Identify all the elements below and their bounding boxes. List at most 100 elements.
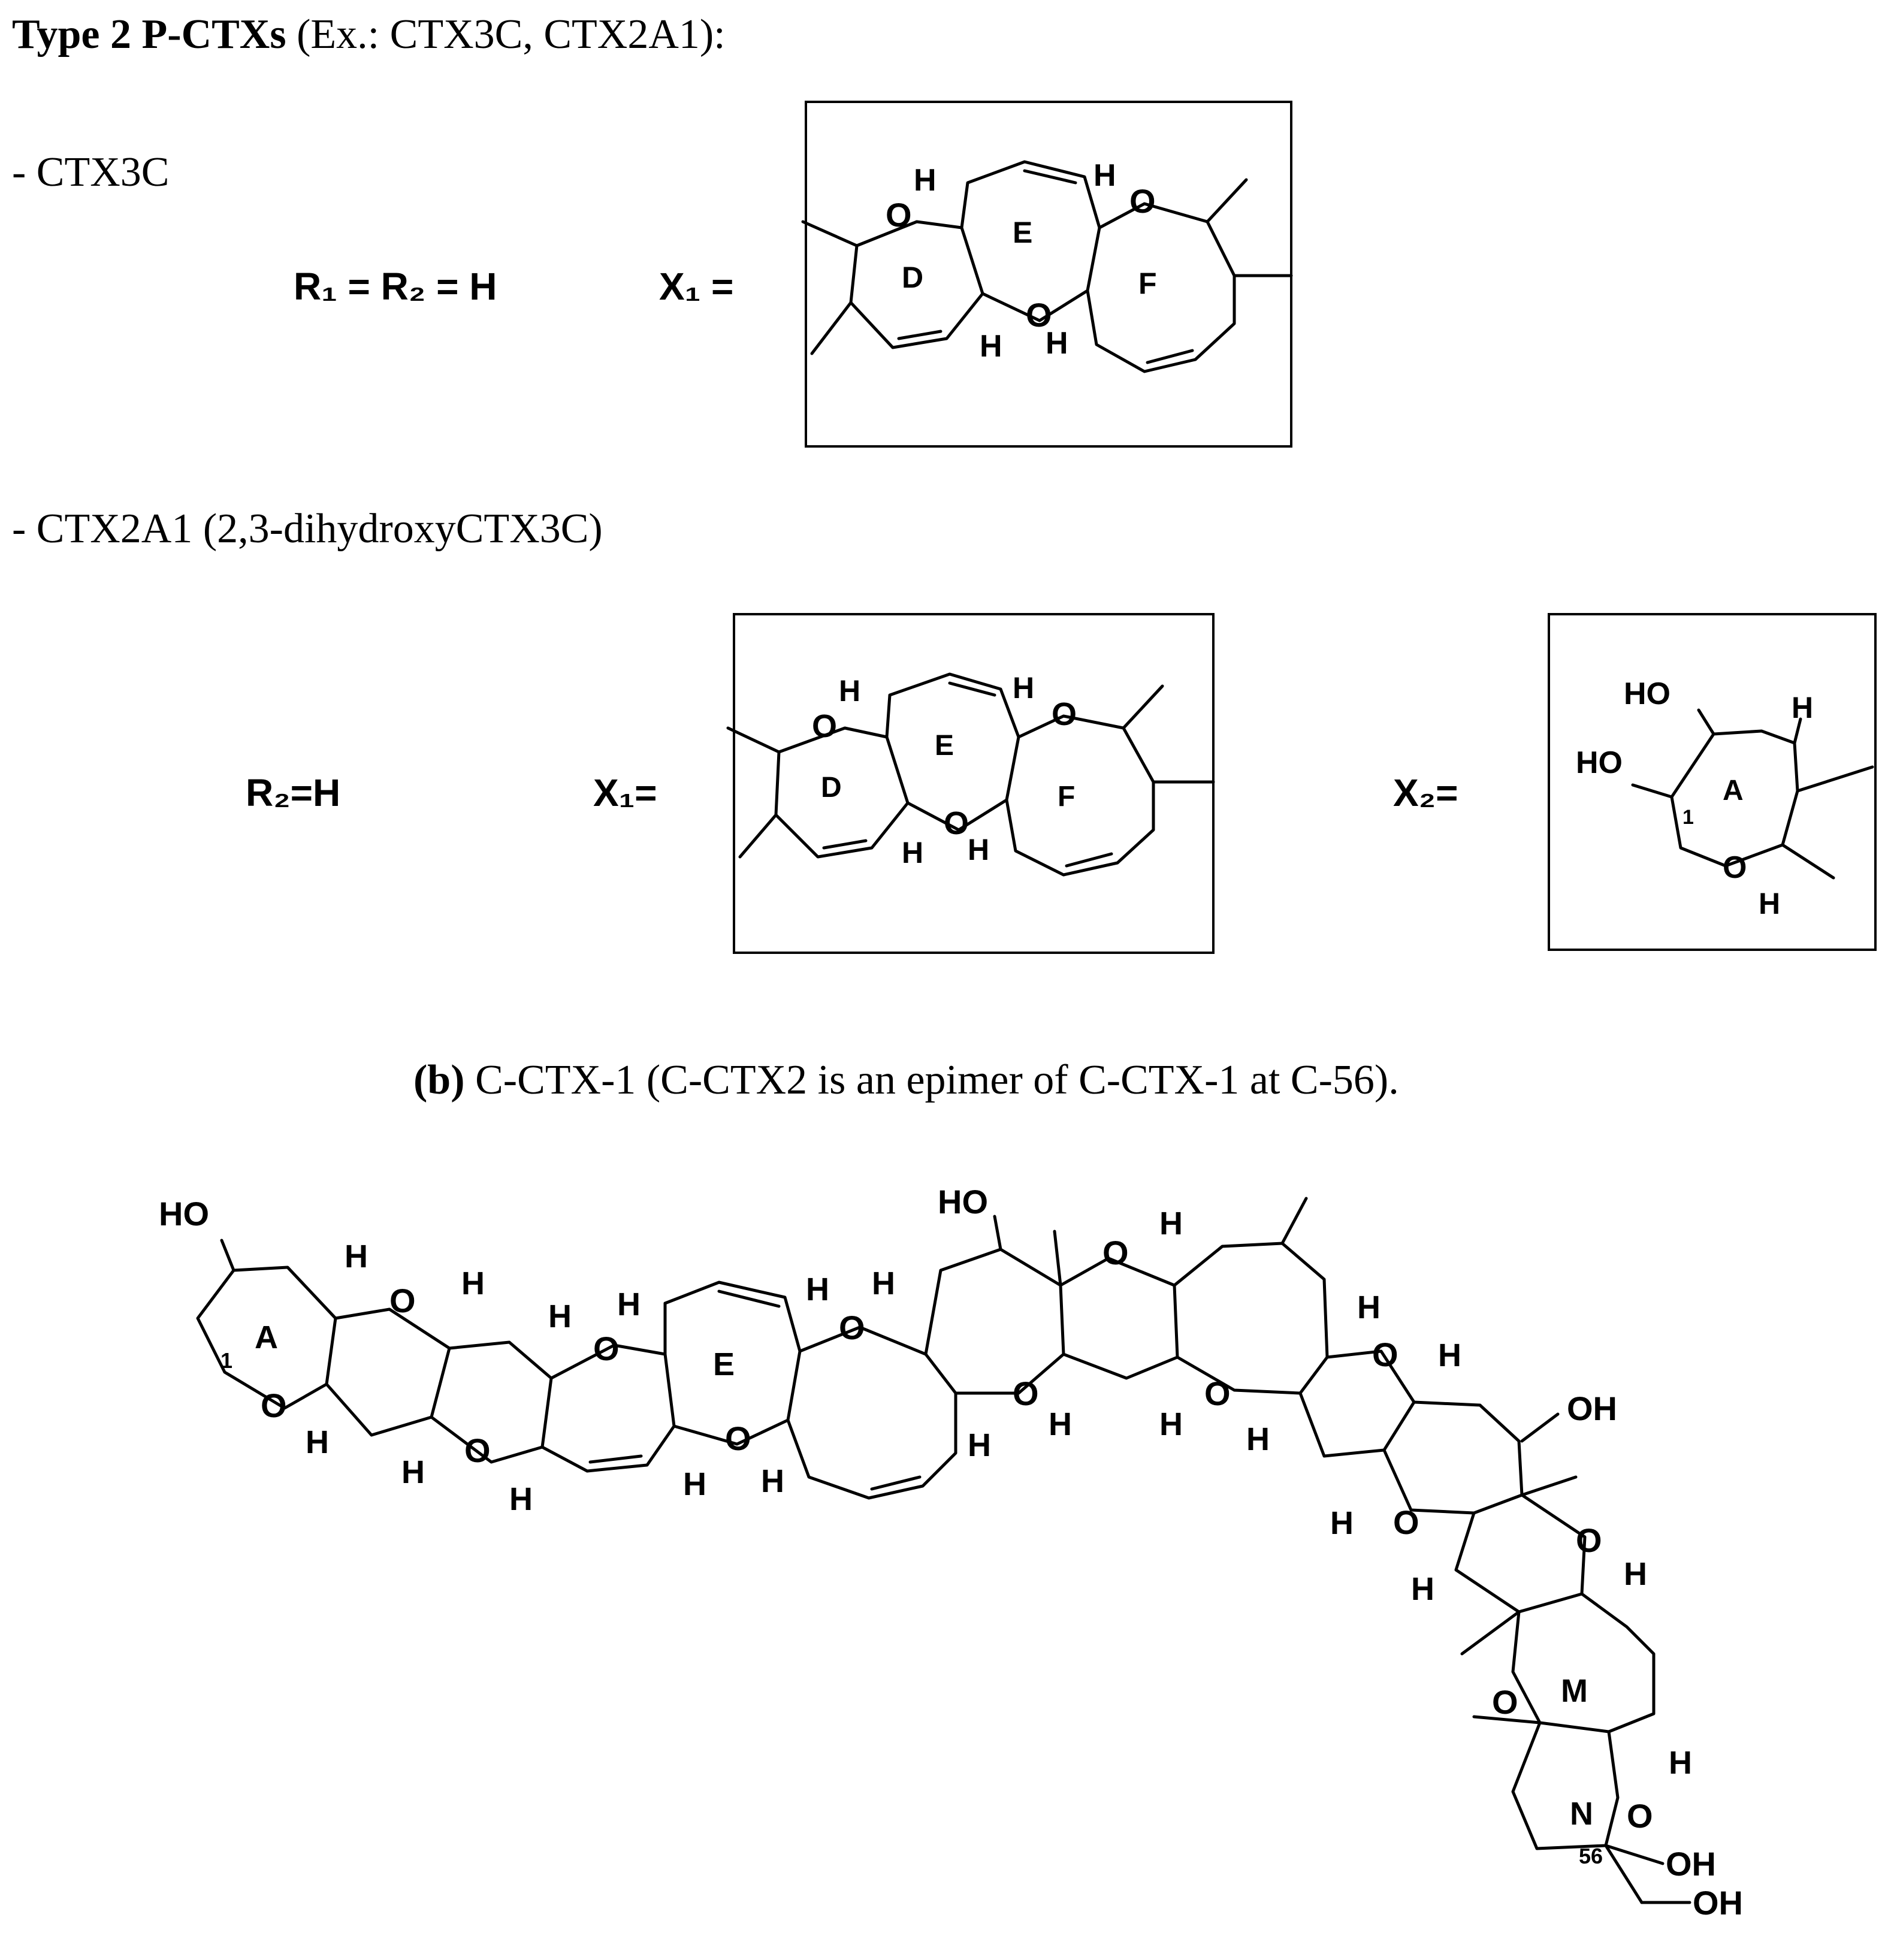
cctx-o-14: O <box>1627 1797 1653 1835</box>
cctx-ring-e-label: E <box>713 1346 735 1382</box>
ctx3c-ring-f-label: F <box>1138 267 1157 300</box>
cctx-o-9: O <box>1204 1375 1231 1412</box>
ctx2a1-a-h-top: H <box>1792 691 1813 724</box>
ctx2a1-ring-f-label: F <box>1058 781 1075 813</box>
ctx3c-x1-structure: O H D E H O F O H H <box>801 101 1293 448</box>
cctx-h-2: H <box>306 1424 329 1460</box>
ctx2a1-ring-e-label: E <box>935 730 954 762</box>
cctx-ring-f-bonds <box>786 1325 957 1500</box>
ctx3c-ring-f-bonds <box>1086 202 1236 373</box>
ctx2a1-x2-label: X₂= <box>1393 771 1458 814</box>
cctx-o-11: O <box>1393 1503 1419 1541</box>
ctx3c-ring-e-bonds <box>960 160 1101 322</box>
cctx-o-7: O <box>1013 1375 1039 1412</box>
ctx2a1-a-wavy-bond <box>1781 843 1835 880</box>
ctx3c-o-e: O <box>1026 296 1052 334</box>
cctx-h-3: H <box>461 1266 485 1301</box>
cctx-ring-a-label: A <box>255 1319 278 1355</box>
ctx2a1-f-double-bond <box>1065 852 1113 868</box>
cctx-o-10: O <box>1372 1336 1398 1373</box>
ctx3c-ring-d-label: D <box>902 261 923 294</box>
cctx-h-7: H <box>617 1286 641 1322</box>
cctx-d-double-bond <box>588 1454 643 1464</box>
cctx-ho-bond <box>220 1239 235 1272</box>
ctx2a1-r-assignment: R₂=H <box>246 771 340 814</box>
ctx2a1-h-1: H <box>839 674 860 708</box>
ctx2a1-x1-box <box>733 613 1215 954</box>
cctx-o-3: O <box>464 1432 491 1469</box>
cctx-ring-e-bonds <box>663 1281 802 1446</box>
cctx-h-5: H <box>548 1298 572 1334</box>
ctx3c-x1-box <box>805 101 1292 448</box>
cctx-h-17: H <box>1357 1289 1380 1325</box>
cctx-ring-a-bonds <box>196 1266 337 1410</box>
ctx2a1-ring-d-label: D <box>821 772 842 804</box>
ctx2a1-x2-structure: HO HO H A 1 O H <box>1548 613 1877 951</box>
cctx-oh-ch2: OH <box>1693 1884 1743 1922</box>
part-b-caption: (b) C-CTX-1 (C-CTX2 is an epimer of C-CT… <box>413 1057 1399 1103</box>
ctx2a1-a-h-bond <box>1793 717 1802 745</box>
cctx-ho-ring-a: HO <box>159 1195 209 1233</box>
ctx3c-o-d: O <box>886 196 912 234</box>
cctx-o-5: O <box>725 1420 751 1457</box>
cctx-o-1: O <box>261 1387 287 1424</box>
cctx-h-19: H <box>1330 1505 1354 1541</box>
ctx3c-h-4: H <box>1046 326 1068 361</box>
cctx-i-methyl-bond <box>1280 1197 1308 1245</box>
cctx-h-8: H <box>683 1466 706 1502</box>
cctx-m-methyl-bond <box>1460 1610 1521 1656</box>
ctx3c-f-double-bond <box>1146 349 1194 364</box>
cctx-n-methyl-bond <box>1472 1715 1542 1725</box>
cctx-o-13: O <box>1492 1683 1518 1721</box>
ctx3c-o-f: O <box>1129 182 1156 220</box>
ctx2a1-ring-e-bonds <box>885 672 1020 832</box>
ctx2a1-ho-bond-2 <box>1697 708 1715 736</box>
cctx-h-4: H <box>401 1454 425 1490</box>
ctx2a1-methyl-bond <box>738 813 778 859</box>
cctx-h-13: H <box>1049 1406 1072 1442</box>
cctx-position-56: 56 <box>1579 1844 1603 1868</box>
cctx-o-4: O <box>593 1330 620 1367</box>
ctx2a1-ring-f-bonds <box>1005 714 1155 877</box>
ctx2a1-o-e: O <box>944 805 969 841</box>
ctx2a1-position-1: 1 <box>1682 806 1694 829</box>
cctx-f-double-bond <box>870 1475 922 1491</box>
cctx-ring-j-bonds <box>1298 1349 1416 1458</box>
ctx2a1-a-h-bottom: H <box>1759 887 1780 920</box>
ctx2a1-x2-box <box>1548 613 1877 951</box>
cctx-h-21: H <box>1624 1556 1647 1592</box>
cctx-ring-i-bonds <box>1173 1242 1329 1395</box>
cctx-oh-c56: OH <box>1666 1845 1716 1883</box>
ctx2a1-ho-bond-1 <box>1631 783 1673 799</box>
ctx3c-wavy-bond <box>1206 178 1248 224</box>
ctx2a1-ring-d-bonds <box>726 726 910 859</box>
cctx-ho-ring-g: HO <box>938 1183 988 1221</box>
ctx2a1-h-2: H <box>1013 671 1034 705</box>
cctx-ring-c-bonds <box>430 1340 553 1464</box>
ctx2a1-title: - CTX2A1 (2,3-dihydroxyCTX3C) <box>12 506 603 552</box>
cctx-oh-ring-k: OH <box>1567 1390 1617 1427</box>
cctx-o-2: O <box>389 1282 416 1319</box>
ctx2a1-wavy-bond <box>1122 684 1164 730</box>
cctx-h-22: H <box>1669 1745 1692 1781</box>
ctx2a1-h-4: H <box>968 833 989 866</box>
ctx3c-x1-label: X₁ = <box>659 265 733 308</box>
c-ctx-1-structure: A E M N 1 56 HO HO OH OH OH O O O O O O … <box>159 1183 1743 1922</box>
cctx-ch2-bond <box>1604 1844 1644 1904</box>
cctx-h-18: H <box>1438 1337 1461 1373</box>
ctx3c-methyl-bond <box>810 301 853 355</box>
cctx-h-15: H <box>1159 1406 1183 1442</box>
cctx-h-10: H <box>761 1463 784 1499</box>
cctx-ring-h-bonds <box>1059 1257 1179 1380</box>
cctx-ring-b-bonds <box>325 1307 451 1437</box>
ctx2a1-h-3: H <box>902 836 923 869</box>
ctx3c-h-1: H <box>914 163 937 198</box>
ctx2a1-o-a: O <box>1723 850 1747 885</box>
cctx-h-16: H <box>1246 1421 1270 1457</box>
cctx-position-1: 1 <box>220 1348 232 1373</box>
ctx3c-ring-e-label: E <box>1013 216 1032 249</box>
ctx3c-h-3: H <box>980 329 1002 364</box>
ctx2a1-a-side-bond <box>1796 765 1874 793</box>
